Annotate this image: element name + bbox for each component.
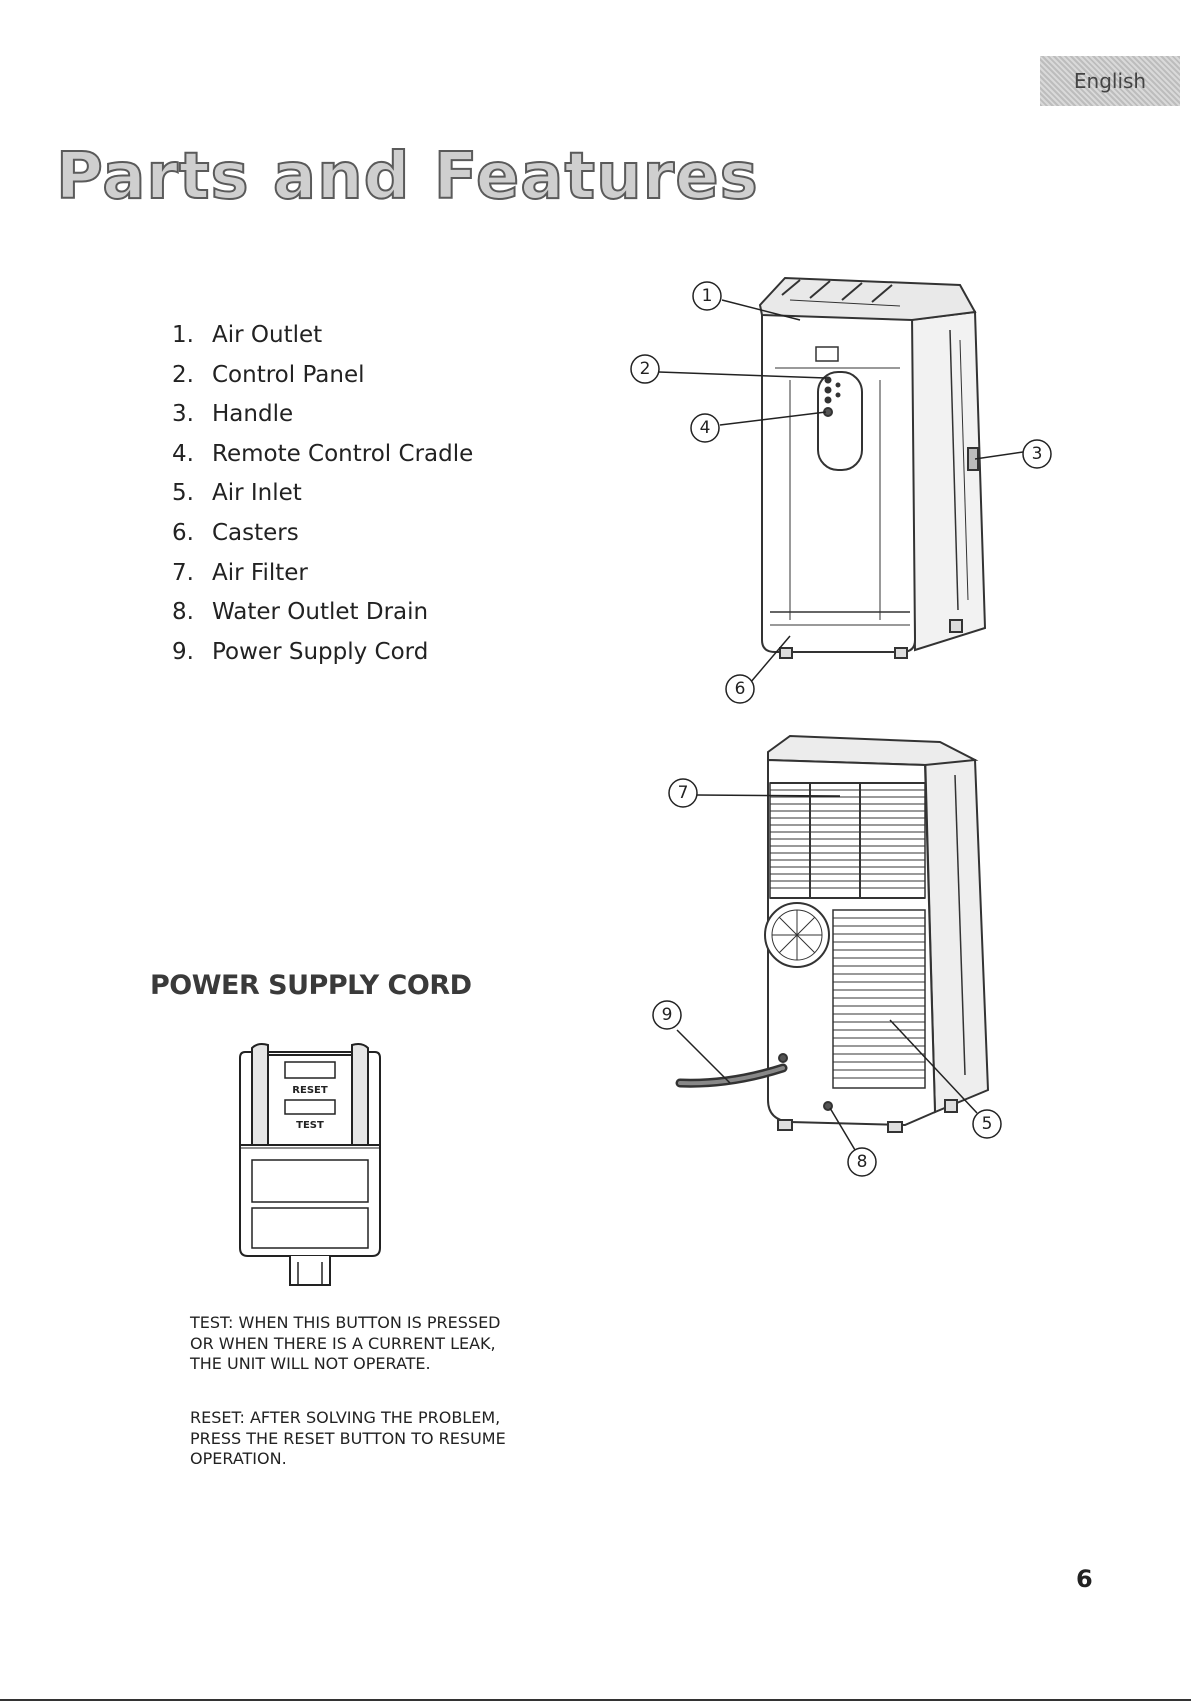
parts-list: 1.Air Outlet 2.Control Panel 3.Handle 4.… [172, 316, 473, 672]
list-item: 7.Air Filter [172, 559, 308, 586]
list-item: 5.Air Inlet [172, 480, 302, 507]
callout-5 [972, 1109, 1002, 1139]
callout-6-label: 6 [735, 679, 746, 699]
callout-7-label: 7 [678, 783, 689, 803]
list-item: 9.Power Supply Cord [172, 638, 429, 665]
list-item: 6.Casters [172, 519, 299, 546]
bottom-rule [0, 1699, 1191, 1701]
page-title: Parts and Features [55, 139, 759, 215]
plug-test-label: TEST [296, 1120, 324, 1131]
callout-8-label: 8 [857, 1152, 868, 1172]
callout-2-label: 2 [640, 359, 651, 379]
test-note: TEST: WHEN THIS BUTTON IS PRESSED OR WHE… [190, 1313, 501, 1373]
callout-5-label: 5 [982, 1114, 993, 1134]
callout-8 [847, 1147, 877, 1177]
language-tab[interactable]: English [1040, 56, 1180, 106]
list-item: 3.Handle [172, 401, 294, 428]
list-item: 4.Remote Control Cradle [172, 440, 474, 467]
callout-3-label: 3 [1032, 444, 1043, 464]
callout-9-label: 9 [662, 1005, 673, 1025]
list-item: 8.Water Outlet Drain [172, 599, 429, 626]
page-number: 6 [1076, 1565, 1093, 1593]
plug-reset-label: RESET [292, 1085, 328, 1096]
callout-6 [725, 674, 755, 704]
callout-4-label: 4 [700, 418, 711, 438]
callout-1-label: 1 [702, 286, 713, 306]
list-item: 2.Control Panel [172, 361, 365, 388]
list-item: 1.Air Outlet [172, 322, 323, 348]
callout-7 [668, 778, 698, 808]
callout-1 [692, 281, 722, 311]
callout-9 [652, 1000, 682, 1030]
callout-3 [1022, 439, 1052, 469]
callout-2 [630, 354, 660, 384]
reset-note: RESET: AFTER SOLVING THE PROBLEM, PRESS … [190, 1408, 506, 1468]
callout-4 [690, 413, 720, 443]
power-cord-heading: POWER SUPPLY CORD [150, 970, 472, 1001]
